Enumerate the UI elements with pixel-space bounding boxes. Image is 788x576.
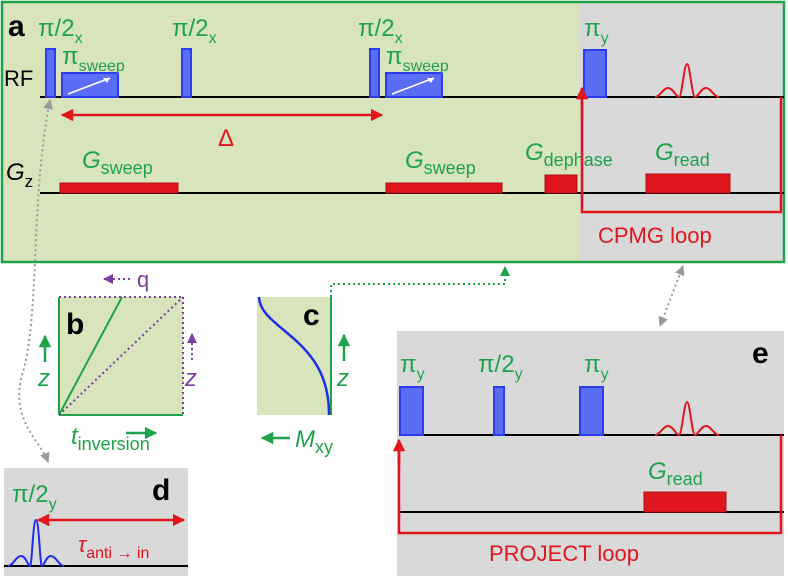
e-echo-signal (654, 400, 720, 437)
panel-a-border (0, 0, 786, 264)
panel-a-loop-region (580, 2, 784, 262)
pi-sweep-pulse-2 (385, 72, 443, 98)
panel-c: c z Mxy (257, 266, 510, 457)
rf-axis-label: RF (4, 66, 33, 91)
panel-b-letter: b (66, 308, 84, 341)
panel-b: b q z z tinversion (37, 267, 197, 454)
g-read-gradient (645, 173, 731, 194)
echo-signal (654, 62, 720, 99)
q-label: q (137, 267, 149, 292)
pi-y-label: πy (584, 15, 609, 47)
mxy-profile-curve (257, 296, 331, 416)
pi-half-x-pulse-3 (369, 48, 380, 98)
pi-sweep-label-2: πsweep (386, 43, 449, 75)
delta-label: Δ (218, 125, 234, 152)
g-sweep-gradient-2 (385, 182, 503, 194)
z-right-label: z (184, 365, 197, 392)
e-pi-y-pulse-2 (579, 386, 604, 436)
g-dephase-label: Gdephase (525, 139, 613, 170)
pi-half-x-label-3: π/2x (358, 15, 403, 47)
e-pi-half-y-pulse (493, 386, 505, 436)
panel-e: e πy π/2y πy Gread PROJECT loop (392, 331, 784, 576)
pi-half-x-pulse-2 (181, 48, 192, 98)
e-pi-y-label-2: πy (584, 351, 609, 383)
panel-d: d π/2y τanti → in (4, 468, 188, 576)
pi-y-pulse (583, 49, 607, 98)
g-read-label: Gread (655, 139, 710, 170)
pi-half-x-label-1: π/2x (38, 15, 83, 47)
e-g-read-gradient (643, 491, 727, 513)
g-dephase-gradient (544, 174, 578, 194)
e-pi-y-pulse-1 (399, 386, 424, 436)
project-loop-label: PROJECT loop (489, 541, 639, 566)
cpmg-loop-label: CPMG loop (598, 223, 712, 248)
c-z-label: z (336, 365, 349, 392)
e-pi-y-label-1: πy (400, 351, 425, 383)
panel-e-letter: e (752, 337, 769, 370)
g-sweep-label-2: Gsweep (405, 147, 476, 178)
panel-c-letter: c (303, 299, 320, 332)
pi-half-x-label-2: π/2x (172, 15, 217, 47)
panel-a-letter: a (8, 10, 25, 43)
pi-half-x-pulse-1 (45, 48, 56, 98)
t-inversion-label: tinversion (71, 423, 150, 454)
z-left-label: z (37, 365, 50, 392)
g-sweep-label-1: Gsweep (82, 147, 153, 178)
pi-sweep-pulse-1 (61, 72, 119, 98)
e-g-read-label: Gread (648, 458, 703, 489)
c-to-a-connector (330, 266, 510, 297)
gz-axis-label: Gz (6, 159, 33, 191)
project-loop-outline (397, 435, 783, 535)
cpmg-loop-outline (580, 97, 783, 214)
panel-b-solid-diagonal (58, 296, 123, 416)
e-pi-half-y-label: π/2y (478, 351, 523, 383)
a-to-e-connector (658, 265, 685, 327)
panel-b-dotted-diagonal (58, 296, 184, 416)
g-sweep-gradient-1 (59, 182, 179, 194)
panel-e-background (397, 331, 784, 576)
panel-d-pulse-label: π/2y (12, 481, 57, 513)
panel-a: a RF π/2x π/2x π/2x πsweep πsweep πy Δ (0, 0, 786, 264)
pi-sweep-label-1: πsweep (62, 43, 125, 75)
panel-d-pulse-signal (7, 518, 65, 568)
tau-label: τanti → in (78, 532, 149, 562)
mxy-label: Mxy (295, 426, 333, 457)
panel-d-letter: d (152, 474, 170, 507)
